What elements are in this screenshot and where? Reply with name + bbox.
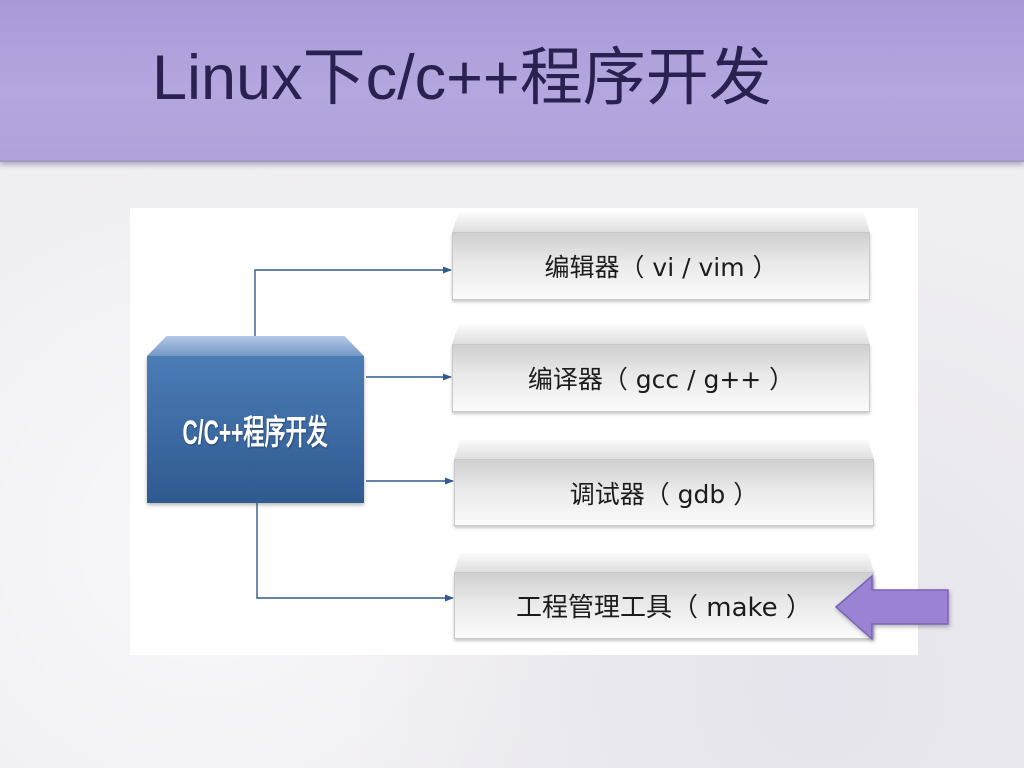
tool-node-label-debugger: 调试器（ gdb ） xyxy=(569,479,759,509)
tool-node-bevel xyxy=(454,440,874,459)
tool-node-face: 编译器（ gcc / g++ ） xyxy=(452,344,870,412)
root-node-box: C/C++程序开发 xyxy=(147,336,364,503)
tool-node-editor: 编辑器（ vi / vim ） xyxy=(452,213,870,300)
slide-title: Linux下c/c++程序开发 xyxy=(152,43,772,113)
tool-node-label-build-tool: 工程管理工具（ make ） xyxy=(516,593,812,623)
tool-node-compiler: 编译器（ gcc / g++ ） xyxy=(452,325,870,412)
tool-node-face: 编辑器（ vi / vim ） xyxy=(452,232,870,300)
tool-node-bevel xyxy=(452,213,870,232)
tool-node-face: 工程管理工具（ make ） xyxy=(454,572,874,639)
tool-node-label-editor: 编辑器（ vi / vim ） xyxy=(544,253,778,282)
tool-node-build-tool: 工程管理工具（ make ） xyxy=(454,553,874,639)
root-node-label: C/C++程序开发 xyxy=(182,414,329,452)
tool-node-bevel xyxy=(454,553,874,572)
tool-node-debugger: 调试器（ gdb ） xyxy=(454,440,874,526)
tool-node-label-compiler: 编译器（ gcc / g++ ） xyxy=(527,365,795,394)
root-node-bevel xyxy=(147,336,364,356)
root-node-face: C/C++程序开发 xyxy=(147,356,364,503)
tool-node-bevel xyxy=(452,325,870,344)
title-band: Linux下c/c++程序开发 xyxy=(0,0,1024,162)
tool-node-face: 调试器（ gdb ） xyxy=(454,459,874,526)
